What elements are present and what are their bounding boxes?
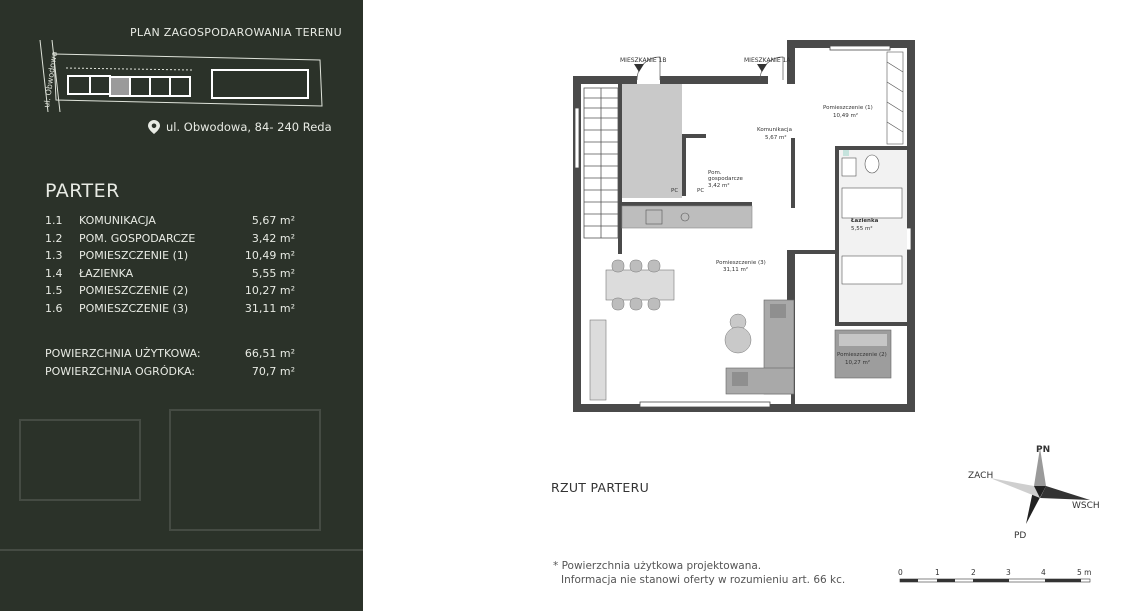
room-name: POMIESZCZENIE (1)	[79, 249, 189, 263]
compass-needle-south	[1026, 486, 1046, 524]
room-name: ŁAZIENKA	[79, 266, 134, 280]
sofa	[724, 299, 795, 395]
compass-needle-west	[990, 478, 1040, 498]
cabinet	[589, 319, 607, 401]
room-row: 1.2 POM. GOSPODARCZE 3,42 m²	[45, 230, 295, 248]
map-pin-icon	[148, 120, 160, 134]
room-label: PC	[697, 188, 704, 194]
info-panel: PLAN ZAGOSPODAROWANIA TERENU ul. Obwodow…	[0, 0, 363, 611]
room-label: 31,11 m²	[723, 266, 748, 273]
room-row: 1.1 KOMUNIKACJA 5,67 m²	[45, 212, 295, 230]
room-label: Pomieszczenie (3)	[716, 260, 766, 266]
room-label: Komunikacja	[757, 127, 792, 133]
room-label: Pomieszczenie (2)	[837, 352, 887, 358]
room-label: 10,27 m²	[845, 359, 870, 366]
room-row: 1.5 POMIESZCZENIE (2) 10,27 m²	[45, 282, 295, 300]
scale-bar: 0 1 2 3 4 5 m	[898, 568, 1091, 583]
room-label: 5,67 m²	[765, 134, 787, 141]
compass-west-label: ZACH	[968, 471, 993, 481]
room-label: Pomieszczenie (1)	[823, 105, 873, 111]
usable-area-value: 66,51 m²	[244, 346, 295, 360]
outer-walls	[573, 40, 915, 412]
scale-tick-label: 5 m	[1077, 568, 1091, 577]
compass-needle-east	[1040, 486, 1090, 500]
site-plan-map: ul. Obwodowa	[39, 40, 323, 112]
dining-table	[605, 259, 675, 311]
room-area: 5,55 m²	[251, 266, 295, 280]
bathroom-fixtures	[839, 150, 907, 322]
garden-area-value: 70,7 m²	[251, 364, 295, 378]
entrance-door-1b: MIESZKANIE 1B	[620, 56, 666, 81]
wardrobe	[886, 51, 904, 145]
room-row: 1.3 POMIESZCZENIE (1) 10,49 m²	[45, 247, 295, 265]
note-line-2: Informacja nie stanowi oferty w rozumien…	[561, 574, 846, 586]
room-label: PC	[671, 188, 678, 194]
scale-tick-label: 2	[971, 568, 976, 577]
disclaimer-note: * Powierzchnia użytkowa projektowana. In…	[553, 559, 845, 587]
address: ul. Obwodowa, 84- 240 Reda	[148, 120, 332, 134]
floor-plan: MIESZKANIE 1B MIESZKANIE 1A Pomieszczeni…	[573, 40, 915, 412]
room-number: 1.1	[45, 214, 63, 228]
room-name: POMIESZCZENIE (2)	[79, 284, 189, 298]
room-label: 5,55 m²	[851, 225, 873, 232]
room-label: gospodarcze	[708, 176, 743, 182]
bed	[834, 329, 892, 379]
staircase	[583, 87, 619, 239]
room-area: 5,67 m²	[251, 214, 295, 228]
background-texture	[0, 409, 363, 551]
room-number: 1.5	[45, 284, 63, 298]
room-number: 1.6	[45, 301, 63, 315]
room-name: KOMUNIKACJA	[79, 214, 156, 228]
room-number: 1.2	[45, 231, 63, 245]
floor-title: PARTER	[45, 180, 120, 202]
address-text: ul. Obwodowa, 84- 240 Reda	[166, 120, 332, 134]
room-number: 1.3	[45, 249, 63, 263]
room-number: 1.4	[45, 266, 63, 280]
area-summary: POWIERZCHNIA UŻYTKOWA: 66,51 m² POWIERZCH…	[45, 344, 295, 380]
entrance-door-1a: MIESZKANIE 1A	[744, 56, 791, 81]
hallway-floor	[622, 84, 682, 198]
room-list: 1.1 KOMUNIKACJA 5,67 m² 1.2 POM. GOSPODARCZ…	[45, 212, 295, 317]
room-name: POMIESZCZENIE (3)	[79, 301, 189, 315]
compass-north-label: PN	[1036, 445, 1050, 455]
usable-area-label: POWIERZCHNIA UŻYTKOWA:	[45, 346, 201, 360]
usable-area-row: POWIERZCHNIA UŻYTKOWA: 66,51 m²	[45, 344, 295, 362]
room-area: 31,11 m²	[244, 301, 295, 315]
scale-tick-label: 1	[935, 568, 940, 577]
compass-east-label: WSCH	[1072, 501, 1100, 511]
room-area: 3,42 m²	[251, 231, 295, 245]
compass-needle-north	[1034, 448, 1046, 486]
note-line-1: * Powierzchnia użytkowa projektowana.	[553, 560, 762, 572]
room-label: 10,49 m²	[833, 112, 858, 119]
room-labels: Pomieszczenie (1) 10,49 m² Komunikacja 5…	[671, 105, 887, 366]
garden-area-row: POWIERZCHNIA OGRÓDKA: 70,7 m²	[45, 362, 295, 380]
room-label: Pom.	[708, 170, 722, 176]
scale-tick-label: 3	[1006, 568, 1011, 577]
room-area: 10,49 m²	[244, 249, 295, 263]
site-plan-title: PLAN ZAGOSPODAROWANIA TERENU	[130, 26, 342, 39]
scale-tick-label: 4	[1041, 568, 1046, 577]
plan-caption: RZUT PARTERU	[551, 480, 650, 495]
entrance-1a-label: MIESZKANIE 1A	[744, 57, 791, 64]
room-area: 10,27 m²	[244, 284, 295, 298]
scale-tick-label: 0	[898, 568, 903, 577]
garden-area-label: POWIERZCHNIA OGRÓDKA:	[45, 364, 195, 378]
kitchen-counter	[621, 205, 753, 229]
room-label: Łazienka	[850, 218, 879, 224]
compass-south-label: PD	[1014, 531, 1026, 541]
compass-rose: PN ZACH WSCH PD	[968, 445, 1100, 541]
room-row: 1.6 POMIESZCZENIE (3) 31,11 m²	[45, 300, 295, 318]
room-label: 3,42 m²	[708, 182, 730, 189]
room-name: POM. GOSPODARCZE	[79, 231, 196, 245]
entrance-1b-label: MIESZKANIE 1B	[620, 57, 666, 64]
room-row: 1.4 ŁAZIENKA 5,55 m²	[45, 265, 295, 283]
